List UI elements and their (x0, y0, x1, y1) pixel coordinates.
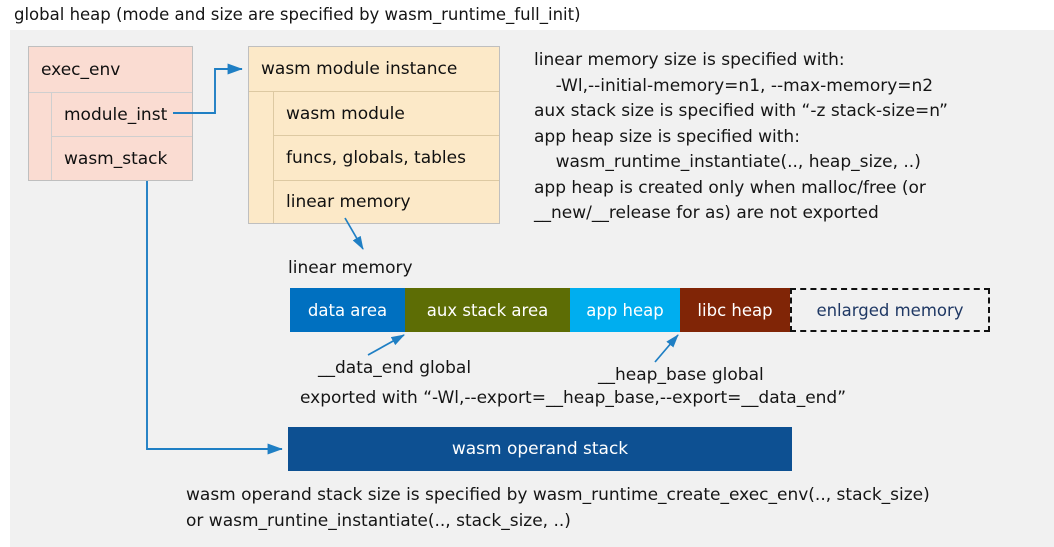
annotation-data-end: __data_end global (318, 358, 472, 378)
annotation-exported-symbols: exported with “-Wl,--export=__heap_base,… (300, 388, 847, 408)
module-instance-row-linear-memory: linear memory (286, 192, 411, 212)
exec-env-gutter (29, 93, 52, 180)
memory-segment-app-heap: app heap (570, 288, 680, 332)
exec-env-field-wasm-stack: wasm_stack (64, 148, 168, 169)
annotation-heap-base: __heap_base global (598, 365, 764, 385)
memory-segment-data-area: data area (290, 288, 405, 332)
module-instance-row-funcs-globals-tables: funcs, globals, tables (274, 136, 499, 181)
linear-memory-bar-label: linear memory (288, 258, 413, 278)
exec-env-title: exec_env (29, 47, 192, 93)
page-title: global heap (mode and size are specified… (14, 5, 581, 24)
exec-env-field-module-inst: module_inst (52, 93, 192, 137)
wasm-operand-stack-bar: wasm operand stack (288, 427, 792, 471)
wasm-module-instance-title: wasm module instance (249, 47, 499, 92)
memory-config-notes: linear memory size is specified with: -W… (534, 50, 948, 223)
module-instance-row-wasm-module: wasm module (274, 92, 499, 136)
operand-stack-notes: wasm operand stack size is specified by … (186, 485, 930, 531)
memory-segment-enlarged-memory: enlarged memory (790, 288, 990, 332)
exec-env-box: exec_env module_inst wasm_stack (28, 46, 193, 181)
wasm-module-instance-box: wasm module instance wasm module funcs, … (248, 46, 500, 224)
memory-segment-libc-heap: libc heap (680, 288, 790, 332)
linear-memory-bar: data area aux stack area app heap libc h… (290, 288, 990, 332)
wasm-module-instance-gutter (249, 92, 274, 223)
memory-segment-aux-stack-area: aux stack area (405, 288, 570, 332)
